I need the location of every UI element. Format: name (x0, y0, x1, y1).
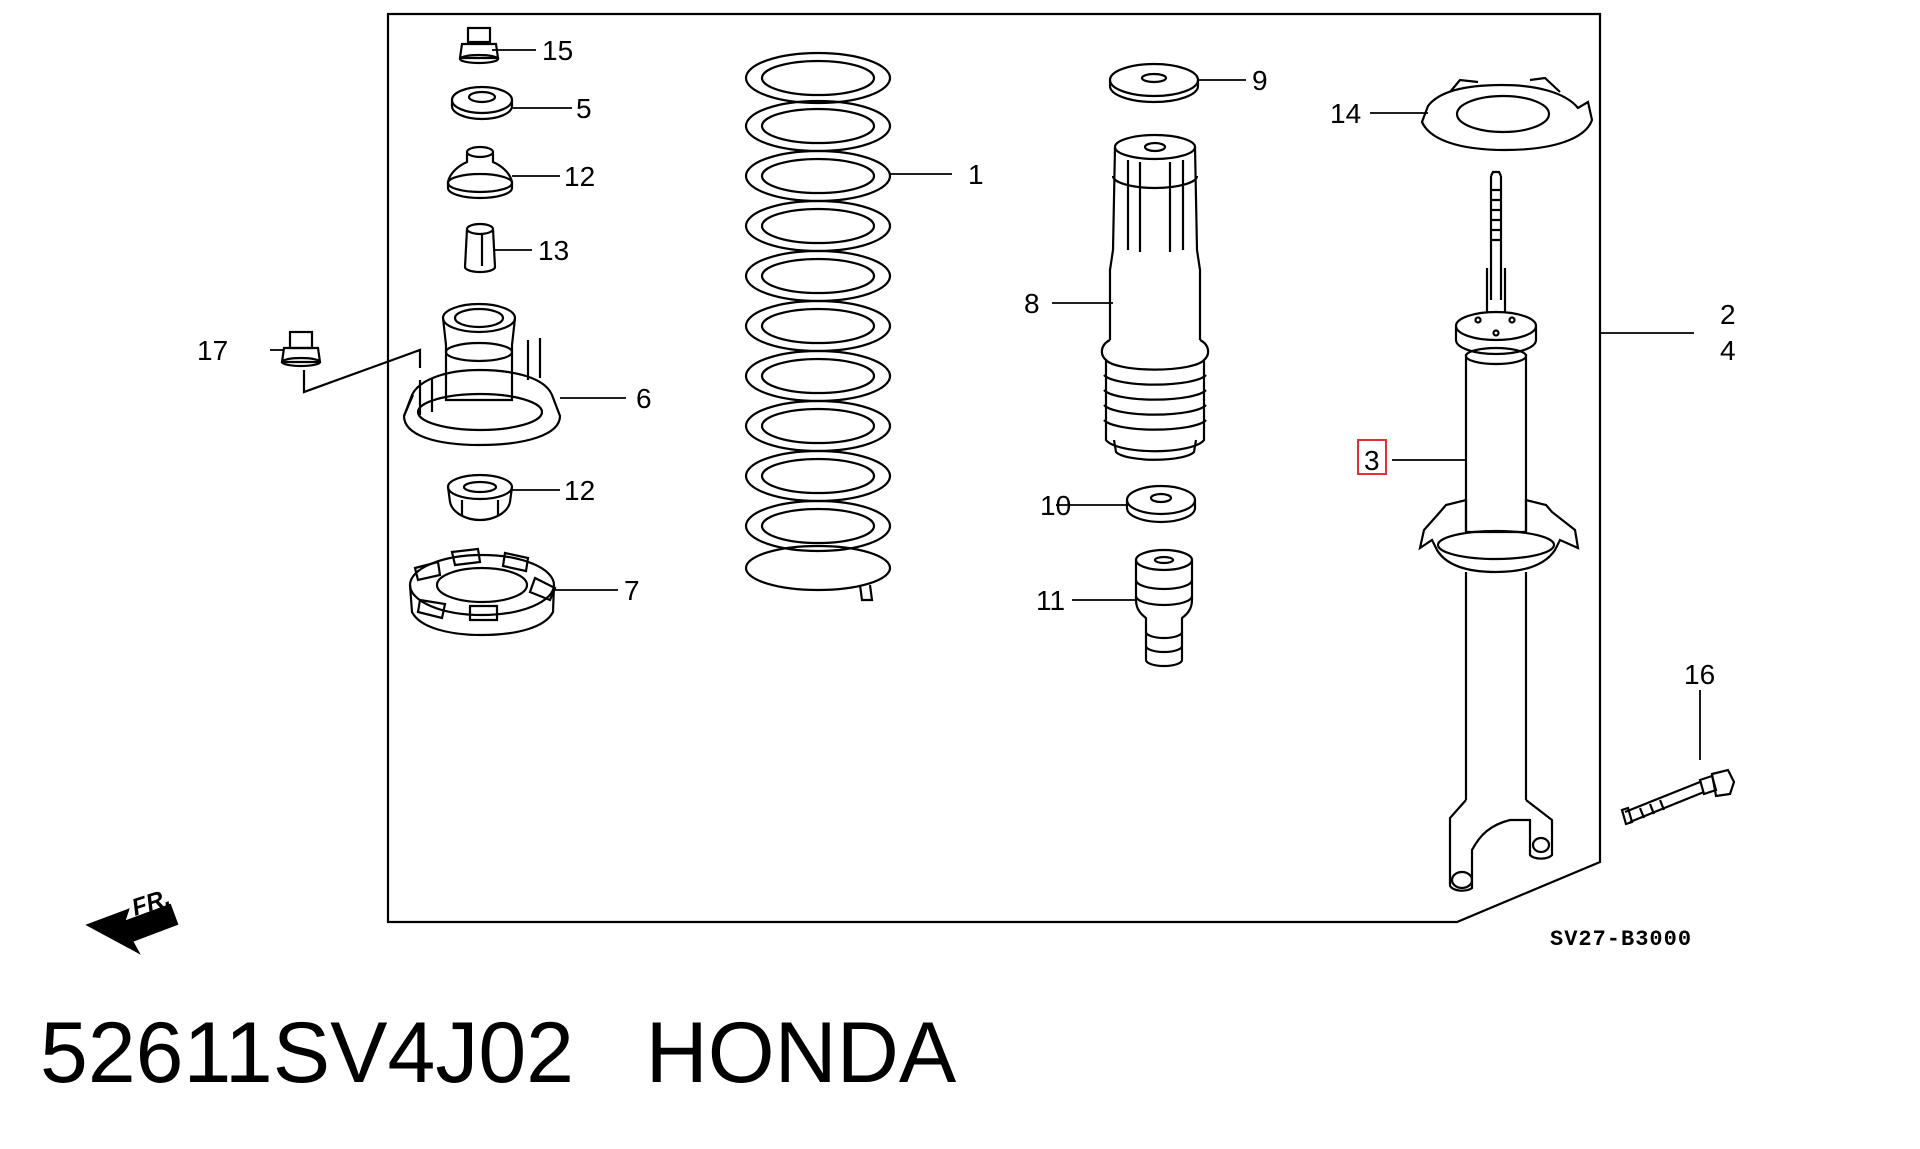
callout-14: 14 (1330, 98, 1361, 129)
callout-16: 15 (542, 35, 573, 66)
part-17-flange-nut (280, 330, 422, 394)
part-5-washer (450, 85, 514, 121)
part-7-spring-seat (408, 547, 557, 637)
part-11-bump-stop (1134, 548, 1194, 668)
part-1-coil-spring (744, 51, 892, 602)
callout-2: 2 (1720, 299, 1736, 330)
part-3-shock-absorber (1418, 170, 1580, 892)
front-direction-arrow (85, 903, 179, 955)
callout-labels: 15 5 12 13 17 6 12 7 1 9 8 10 11 14 2 4 … (129, 35, 1736, 952)
callout-7: 7 (624, 575, 640, 606)
callout-4: 4 (1720, 335, 1736, 366)
callout-3: 3 (1364, 445, 1380, 476)
part-10-washer (1125, 484, 1197, 524)
part-16-nut (458, 26, 500, 65)
group-frame (386, 12, 1602, 924)
callout-1: 1 (968, 159, 984, 190)
diagram-code: SV27-B3000 (1550, 927, 1692, 952)
caption-separator (574, 1005, 646, 1101)
callout-12-upper: 12 (564, 161, 595, 192)
part-15-bolt (1620, 768, 1736, 826)
part-caption: 52611SV4J02 HONDA (40, 1010, 956, 1096)
part-8-dust-cover (1100, 133, 1210, 461)
callout-3-highlight (1357, 439, 1387, 475)
callout-8: 8 (1024, 288, 1040, 319)
brand-name: HONDA (645, 1005, 957, 1101)
callout-10: 10 (1040, 490, 1071, 521)
callout-5: 5 (576, 93, 592, 124)
part-12-lower-bushing (446, 473, 514, 522)
callout-15: 16 (1684, 659, 1715, 690)
part-number: 52611SV4J02 (40, 1005, 574, 1101)
leader-lines (270, 49, 1701, 760)
part-6-mount-base (402, 302, 562, 447)
callout-9: 9 (1252, 65, 1268, 96)
part-9-washer (1108, 62, 1200, 104)
part-12-upper-bushing (446, 145, 514, 200)
part-14-spring-seat (1420, 76, 1594, 152)
callout-12-lower: 12 (564, 475, 595, 506)
callout-11: 11 (1036, 585, 1065, 616)
part-13-collar (463, 222, 497, 274)
callout-17: 17 (197, 335, 228, 366)
callout-13: 13 (538, 235, 569, 266)
callout-6: 6 (636, 383, 652, 414)
